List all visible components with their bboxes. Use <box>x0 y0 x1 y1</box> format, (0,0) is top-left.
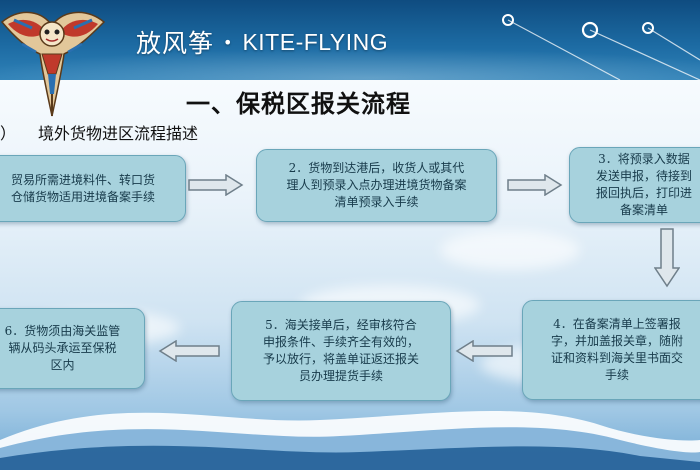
banner-line-decoration <box>502 14 700 80</box>
wave-decoration <box>0 410 700 470</box>
arrow-left-icon <box>455 340 513 362</box>
arrow-right-icon <box>188 174 244 196</box>
banner-title-chinese: 放风筝 <box>136 29 215 58</box>
subtitle-text: 境外货物进区流程描述 <box>38 124 199 143</box>
process-step-6-text: 6．货物须由海关监管 辆从码头承运至保税 区内 <box>4 324 121 372</box>
process-step-1-text: 贸易所需进境料件、转口货 仓储货物适用进境备案手续 <box>10 172 155 204</box>
arrow-left-icon <box>158 340 220 362</box>
kite-icon <box>0 11 106 117</box>
process-step-2-text: 2．货物到达港后，收货人或其代 理人到预录入点办理进境货物备案 清单预录入手续 <box>286 161 467 209</box>
arrow-down-icon <box>654 228 680 288</box>
cloud <box>440 230 580 270</box>
process-step-4: 4．在备案清单上签署报 字，并加盖报关章，随附 证和资料到海关里书面交 手续 <box>522 300 700 400</box>
arrow-right-icon <box>507 174 563 196</box>
process-step-5-text: 5．海关接单后，经审核符合 申报条件、手续齐全有效的， 予以放行，将盖单证返还报… <box>262 318 419 383</box>
title-banner: 放风筝 • KITE-FLYING <box>0 0 700 80</box>
page-title: 一、保税区报关流程 <box>186 90 411 118</box>
section-subtitle: ） 境外货物进区流程描述 <box>0 120 320 146</box>
banner-sheen <box>0 48 700 80</box>
process-step-5: 5．海关接单后，经审核符合 申报条件、手续齐全有效的， 予以放行，将盖单证返还报… <box>231 301 451 401</box>
process-step-1: 贸易所需进境料件、转口货 仓储货物适用进境备案手续 <box>0 155 186 222</box>
banner-title-dot: • <box>223 32 234 52</box>
banner-title-english: KITE-FLYING <box>242 28 389 55</box>
process-step-3-text: 3．将预录入数据 发送申报，待接到 报回执后，打印进 备案清单 <box>595 152 692 217</box>
subtitle-number: ） <box>0 124 17 143</box>
slide-background <box>0 80 700 470</box>
process-step-2: 2．货物到达港后，收货人或其代 理人到预录入点办理进境货物备案 清单预录入手续 <box>256 149 497 222</box>
process-step-6: 6．货物须由海关监管 辆从码头承运至保税 区内 <box>0 308 145 389</box>
banner-title: 放风筝 • KITE-FLYING <box>136 22 388 62</box>
process-step-3: 3．将预录入数据 发送申报，待接到 报回执后，打印进 备案清单 <box>569 147 700 223</box>
process-step-4-text: 4．在备案清单上签署报 字，并加盖报关章，随附 证和资料到海关里书面交 手续 <box>550 317 683 382</box>
